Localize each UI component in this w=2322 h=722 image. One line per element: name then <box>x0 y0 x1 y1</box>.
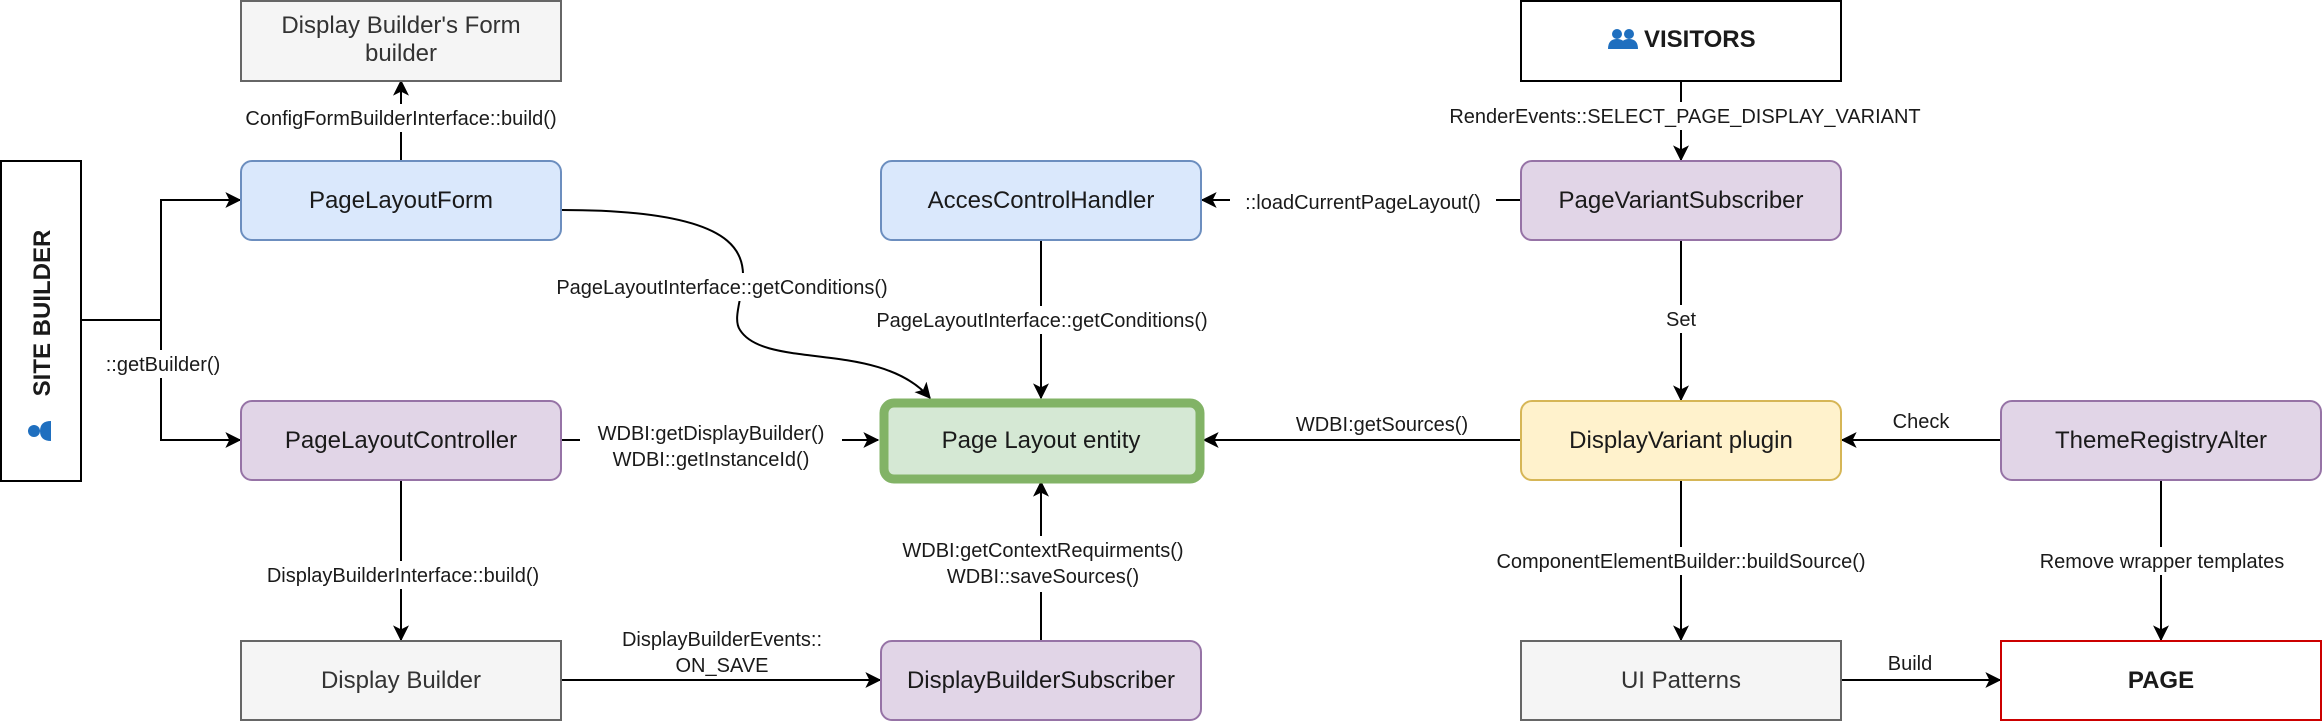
label-save-sources: WDBI::saveSources() <box>947 566 1139 588</box>
label-get-sources: WDBI:getSources() <box>1296 414 1468 436</box>
page-variant-subscriber-label: PageVariantSubscriber <box>1558 187 1803 214</box>
label-build: Build <box>1888 653 1932 675</box>
page-layout-entity-label: Page Layout entity <box>942 427 1141 454</box>
user-icon <box>28 421 51 441</box>
label-display-builder-build: DisplayBuilderInterface::build() <box>267 565 539 587</box>
node-theme-registry-alter[interactable]: ThemeRegistryAlter <box>2000 400 2322 481</box>
node-display-builder-subscriber[interactable]: DisplayBuilderSubscriber <box>880 640 1202 721</box>
label-get-conditions-form: PageLayoutInterface::getConditions() <box>556 277 887 299</box>
label-get-builder: ::getBuilder() <box>106 354 221 376</box>
label-context-requirements: WDBI:getContextRequirments() <box>902 540 1183 562</box>
theme-registry-alter-label: ThemeRegistryAlter <box>2055 427 2267 454</box>
node-site-builder[interactable]: SITE BUILDER <box>0 160 82 482</box>
display-builder-label: Display Builder <box>321 667 481 694</box>
label-on-save-line1: DisplayBuilderEvents:: <box>622 629 822 651</box>
node-page[interactable]: PAGE <box>2000 640 2322 721</box>
node-ui-patterns[interactable]: UI Patterns <box>1520 640 1842 721</box>
display-variant-plugin-label: DisplayVariant plugin <box>1569 427 1793 454</box>
edge-labels: ConfigFormBuilderInterface::build() ::ge… <box>98 102 2300 677</box>
label-render-events: RenderEvents::SELECT_PAGE_DISPLAY_VARIAN… <box>1449 106 1920 128</box>
page-label: PAGE <box>2128 667 2194 694</box>
visitors-label: VISITORS <box>1644 26 1756 53</box>
node-page-layout-controller[interactable]: PageLayoutController <box>240 400 562 481</box>
label-wdbi-instance-id: WDBI::getInstanceId() <box>613 449 810 471</box>
node-page-layout-form[interactable]: PageLayoutForm <box>240 160 562 241</box>
node-page-layout-entity[interactable]: Page Layout entity <box>879 398 1205 484</box>
node-display-builder[interactable]: Display Builder <box>240 640 562 721</box>
node-access-control-handler[interactable]: AccesControlHandler <box>880 160 1202 241</box>
label-on-save-line2: ON_SAVE <box>676 655 769 677</box>
label-load-current-page-layout: ::loadCurrentPageLayout() <box>1245 192 1481 214</box>
edge-site-builder-to-controller <box>160 320 242 448</box>
site-builder-label: SITE BUILDER <box>29 230 56 397</box>
node-visitors[interactable]: VISITORS <box>1520 0 1842 82</box>
label-build-source: ComponentElementBuilder::buildSource() <box>1496 551 1865 573</box>
node-form-builder[interactable]: Display Builder's Form builder <box>240 0 562 82</box>
edge-site-builder-to-form <box>81 192 242 321</box>
page-layout-form-label: PageLayoutForm <box>309 187 493 214</box>
display-builder-subscriber-label: DisplayBuilderSubscriber <box>907 667 1175 694</box>
form-builder-label-line1: Display Builder's Form <box>281 12 520 39</box>
form-builder-label-line2: builder <box>365 40 437 67</box>
edge-form-get-conditions <box>561 209 931 400</box>
label-config-form-build: ConfigFormBuilderInterface::build() <box>245 108 556 130</box>
label-wdbi-display-builder: WDBI:getDisplayBuilder() <box>598 423 825 445</box>
node-display-variant-plugin[interactable]: DisplayVariant plugin <box>1520 400 1842 481</box>
node-page-variant-subscriber[interactable]: PageVariantSubscriber <box>1520 160 1842 241</box>
users-icon <box>1608 29 1638 49</box>
label-set: Set <box>1666 309 1696 331</box>
ui-patterns-label: UI Patterns <box>1621 667 1741 694</box>
label-check: Check <box>1893 411 1951 433</box>
label-remove-wrapper: Remove wrapper templates <box>2040 551 2285 573</box>
access-control-handler-label: AccesControlHandler <box>928 187 1155 214</box>
label-get-conditions-access: PageLayoutInterface::getConditions() <box>876 310 1207 332</box>
page-layout-controller-label: PageLayoutController <box>285 427 517 454</box>
